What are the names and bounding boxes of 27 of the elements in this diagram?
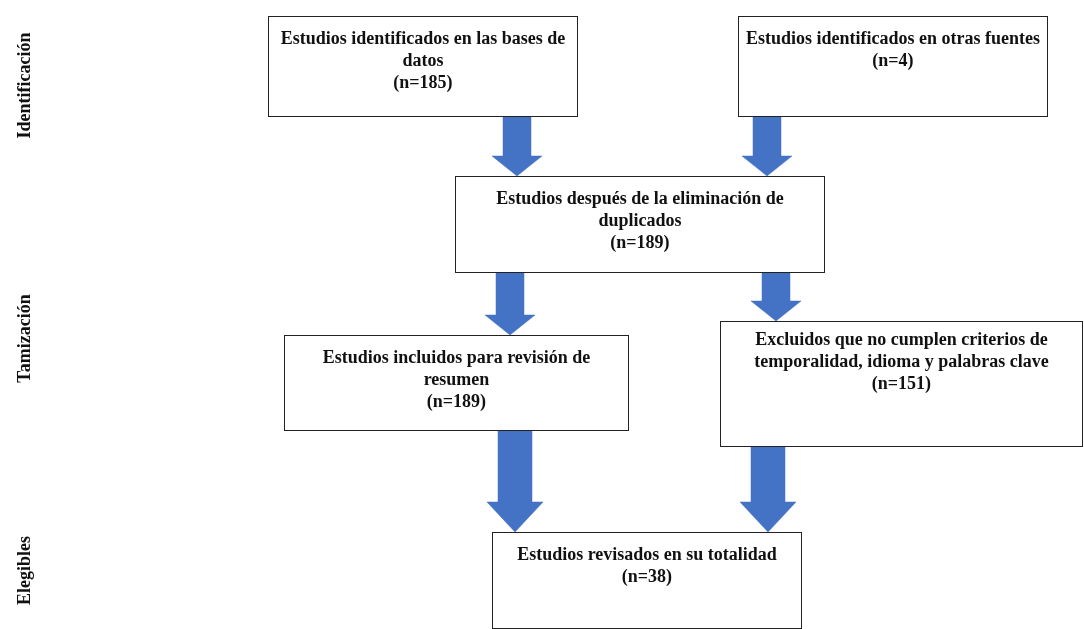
box-text: Estudios incluidos para revisión de resumen — [321, 346, 592, 390]
stage-label: Tamización — [13, 293, 35, 383]
block-arrow — [739, 446, 797, 533]
box-text: Excluidos que no cumplen criterios de temporalidad, idioma y palabras clave — [753, 328, 1050, 372]
count-text: (n=4) — [871, 49, 915, 71]
stage-label: Identificación — [13, 32, 35, 138]
process-box — [738, 16, 1048, 117]
count-text: (n=38) — [620, 565, 674, 587]
box-text: Estudios revisados en su totalidad — [516, 543, 778, 565]
count-text: (n=185) — [392, 71, 454, 93]
process-box — [284, 335, 629, 431]
box-text: Estudios después de la eliminación de duplicados — [495, 187, 785, 231]
count-text: (n=189) — [609, 231, 671, 253]
box-text: Estudios identificados en otras fuentes — [745, 27, 1041, 49]
process-box — [268, 16, 578, 117]
box-text: Estudios identificados en las bases de datos — [279, 27, 567, 71]
count-text: (n=151) — [870, 372, 933, 394]
process-box — [720, 321, 1083, 447]
block-arrow — [484, 272, 536, 336]
block-arrow — [486, 430, 544, 533]
stage-label: Elegibles — [13, 535, 35, 605]
count-text: (n=189) — [425, 390, 488, 412]
process-box — [455, 176, 825, 273]
process-box — [492, 532, 802, 629]
block-arrow — [750, 272, 802, 322]
block-arrow — [741, 116, 793, 177]
block-arrow — [491, 116, 543, 177]
